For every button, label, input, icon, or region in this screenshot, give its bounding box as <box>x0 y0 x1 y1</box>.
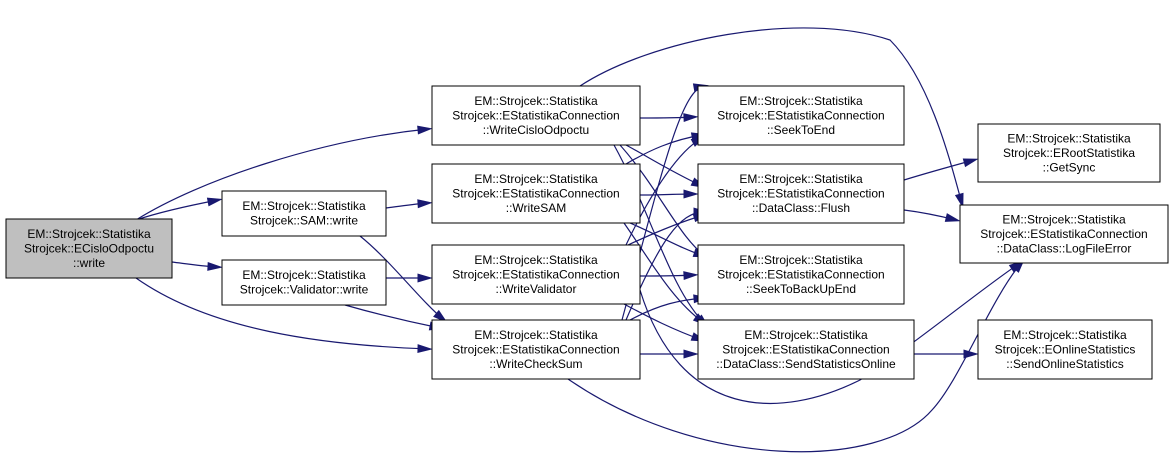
node-seek-to-end-label-line-3: ::SeekToEnd <box>767 123 835 137</box>
node-seek-to-backup-end-label-line-3: ::SeekToBackUpEnd <box>746 282 856 296</box>
edge-root-to-wcs <box>135 277 433 354</box>
node-write-sam[interactable]: EM::Strojcek::StatistikaStrojcek::EStati… <box>431 163 641 224</box>
edge-samw-to-wcs <box>359 235 448 324</box>
node-send-statistics-online-label-line-2: Strojcek::EStatistikaConnection <box>722 342 889 356</box>
node-send-online-statistics-label-line-2: Strojcek::EOnlineStatistics <box>995 342 1136 356</box>
edge-wsam-to-flush <box>639 189 699 199</box>
node-sam-write-box <box>221 190 387 237</box>
node-seek-to-end-label-line-2: Strojcek::EStatistikaConnection <box>717 108 884 122</box>
node-dataclass-logfileerror-label-line-2: Strojcek::EStatistikaConnection <box>980 227 1147 241</box>
node-seek-to-backup-end-box <box>697 244 905 305</box>
node-validator-write-label-line-2: Strojcek::Validator::write <box>240 283 369 297</box>
node-write-sam-label-line-1: EM::Strojcek::Statistika <box>474 172 598 186</box>
node-eroot-getsync-box <box>977 123 1161 183</box>
edge-root-to-valw <box>171 261 223 271</box>
node-send-online-statistics[interactable]: EM::Strojcek::StatistikaStrojcek::EOnlin… <box>977 319 1153 380</box>
node-eroot-getsync-label-line-3: ::GetSync <box>1043 160 1096 174</box>
edge-wco-to-lfe <box>579 27 964 209</box>
node-dataclass-flush-label-line-2: Strojcek::EStatistikaConnection <box>717 186 884 200</box>
node-sam-write-label-line-2: Strojcek::SAM::write <box>250 214 358 228</box>
node-write-cislo-odpoctu-label-line-1: EM::Strojcek::Statistika <box>474 94 598 108</box>
node-seek-to-backup-end[interactable]: EM::Strojcek::StatistikaStrojcek::EStati… <box>697 244 905 305</box>
node-dataclass-flush-box <box>697 163 905 224</box>
nodes-layer: EM::Strojcek::StatistikaStrojcek::ECislo… <box>5 85 1169 380</box>
node-ecislo-odpoctu-write[interactable]: EM::Strojcek::StatistikaStrojcek::ECislo… <box>5 218 173 279</box>
edge-flush-to-lfe <box>903 209 961 222</box>
node-seek-to-end-box <box>697 85 905 146</box>
node-sam-write-label-line-1: EM::Strojcek::Statistika <box>242 199 366 213</box>
node-seek-to-backup-end-label-line-2: Strojcek::EStatistikaConnection <box>717 267 884 281</box>
edge-sso-to-sos <box>913 349 979 359</box>
node-seek-to-end[interactable]: EM::Strojcek::StatistikaStrojcek::EStati… <box>697 85 905 146</box>
node-write-cislo-odpoctu-label-line-3: ::WriteCisloOdpoctu <box>483 123 589 137</box>
node-write-check-sum-label-line-3: ::WriteCheckSum <box>489 357 582 371</box>
edge-flush-to-gsync <box>903 158 979 181</box>
node-eroot-getsync-label-line-2: Strojcek::ERootStatistika <box>1003 146 1135 160</box>
node-eroot-getsync[interactable]: EM::Strojcek::StatistikaStrojcek::ERootS… <box>977 123 1161 183</box>
node-ecislo-odpoctu-write-label-line-1: EM::Strojcek::Statistika <box>27 227 151 241</box>
node-validator-write[interactable]: EM::Strojcek::StatistikaStrojcek::Valida… <box>221 259 387 306</box>
node-write-validator[interactable]: EM::Strojcek::StatistikaStrojcek::EStati… <box>431 244 641 305</box>
node-send-online-statistics-box <box>977 319 1153 380</box>
node-write-check-sum[interactable]: EM::Strojcek::StatistikaStrojcek::EStati… <box>431 319 641 380</box>
node-write-cislo-odpoctu[interactable]: EM::Strojcek::StatistikaStrojcek::EStati… <box>431 85 641 146</box>
node-seek-to-end-label-line-1: EM::Strojcek::Statistika <box>739 94 863 108</box>
edge-wcs-to-sso <box>639 349 699 359</box>
edge-root-to-wco <box>135 125 433 221</box>
edge-samw-to-wsam <box>385 199 433 209</box>
node-write-sam-label-line-3: ::WriteSAM <box>506 201 566 215</box>
node-send-online-statistics-label-line-3: ::SendOnlineStatistics <box>1006 357 1123 371</box>
node-write-validator-label-line-1: EM::Strojcek::Statistika <box>474 253 598 267</box>
node-write-validator-label-line-3: ::WriteValidator <box>496 282 577 296</box>
node-validator-write-label-line-1: EM::Strojcek::Statistika <box>242 268 366 282</box>
node-write-check-sum-label-line-1: EM::Strojcek::Statistika <box>474 328 598 342</box>
edge-wval-to-stbe <box>639 271 699 280</box>
node-write-check-sum-label-line-2: Strojcek::EStatistikaConnection <box>452 342 619 356</box>
node-write-sam-box <box>431 163 641 224</box>
node-write-validator-box <box>431 244 641 305</box>
node-eroot-getsync-label-line-1: EM::Strojcek::Statistika <box>1007 131 1131 145</box>
node-write-cislo-odpoctu-box <box>431 85 641 146</box>
node-dataclass-logfileerror[interactable]: EM::Strojcek::StatistikaStrojcek::EStati… <box>959 204 1169 264</box>
node-write-sam-label-line-2: Strojcek::EStatistikaConnection <box>452 186 619 200</box>
node-dataclass-logfileerror-label-line-1: EM::Strojcek::Statistika <box>1002 212 1126 226</box>
edge-wco-to-ste <box>639 113 699 122</box>
edge-root-to-samw <box>135 197 223 221</box>
node-send-statistics-online[interactable]: EM::Strojcek::StatistikaStrojcek::EStati… <box>697 319 915 380</box>
node-write-cislo-odpoctu-label-line-2: Strojcek::EStatistikaConnection <box>452 108 619 122</box>
node-dataclass-flush-label-line-3: ::DataClass::Flush <box>752 201 850 215</box>
node-write-validator-label-line-2: Strojcek::EStatistikaConnection <box>452 267 619 281</box>
node-validator-write-box <box>221 259 387 306</box>
node-send-statistics-online-box <box>697 319 915 380</box>
edge-valw-to-wcs <box>344 304 445 331</box>
node-dataclass-logfileerror-label-line-3: ::DataClass::LogFileError <box>997 241 1132 255</box>
node-sam-write[interactable]: EM::Strojcek::StatistikaStrojcek::SAM::w… <box>221 190 387 237</box>
node-dataclass-flush[interactable]: EM::Strojcek::StatistikaStrojcek::EStati… <box>697 163 905 224</box>
node-write-check-sum-box <box>431 319 641 380</box>
node-dataclass-flush-label-line-1: EM::Strojcek::Statistika <box>739 172 863 186</box>
node-seek-to-backup-end-label-line-1: EM::Strojcek::Statistika <box>739 253 863 267</box>
node-dataclass-logfileerror-box <box>959 204 1169 264</box>
node-send-statistics-online-label-line-3: ::DataClass::SendStatisticsOnline <box>716 357 896 371</box>
node-send-statistics-online-label-line-1: EM::Strojcek::Statistika <box>744 328 868 342</box>
node-ecislo-odpoctu-write-box <box>5 218 173 279</box>
node-ecislo-odpoctu-write-label-line-2: Strojcek::ECisloOdpoctu <box>24 241 154 255</box>
node-ecislo-odpoctu-write-label-line-3: ::write <box>73 256 105 270</box>
node-send-online-statistics-label-line-1: EM::Strojcek::Statistika <box>1003 328 1127 342</box>
edge-valw-to-wval <box>386 273 433 283</box>
